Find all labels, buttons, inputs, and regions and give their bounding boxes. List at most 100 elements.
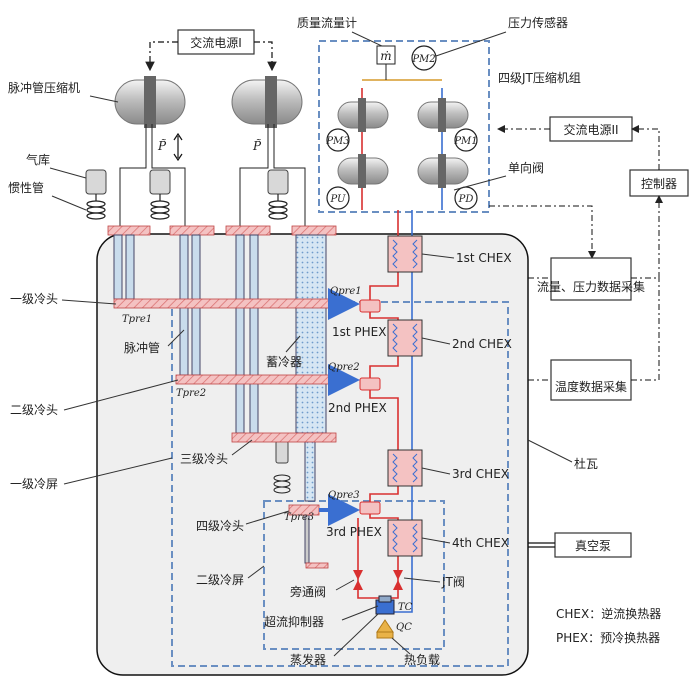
leader-dewar: [527, 439, 573, 463]
evaporator-label: 蒸发器: [290, 652, 326, 667]
temp-daq-box: [550, 359, 632, 401]
bypass-valve-label: 旁通阀: [290, 584, 326, 599]
controller-to-power2: [631, 125, 660, 170]
leader-jt-valve: [403, 577, 441, 583]
jt-valve-label: JT阀: [441, 575, 465, 589]
inertance-tube-label: 惯性管: [8, 180, 44, 195]
daq2-to-controller: [631, 278, 660, 381]
leader-bypass: [335, 579, 355, 591]
qc-label: QC: [396, 622, 412, 633]
leader-inertance: [51, 195, 87, 211]
leader-chex4: [421, 537, 451, 544]
stage3-cold-head: [231, 432, 337, 443]
leader-shield2: [247, 565, 265, 579]
ac-power-1-box: [177, 29, 255, 55]
qpre1-label: Qpre1: [330, 286, 362, 297]
legend-phex: PHEX：预冷换热器: [556, 631, 660, 645]
vacuum-pump-box: [554, 532, 632, 558]
leader-chex3: [421, 467, 451, 475]
transfer-lines: [119, 124, 306, 228]
flow-pressure-daq-box: [550, 257, 632, 301]
leader-reservoir: [49, 167, 87, 179]
ac-power-1-label: 交流电源I: [190, 35, 242, 50]
phex2-label: 2nd PHEX: [328, 401, 387, 415]
superflow-suppressor-block: [378, 595, 392, 603]
vacuum-line: [528, 542, 555, 548]
controller-label: 控制器: [641, 177, 677, 191]
tpre1-label: Tpre1: [122, 314, 152, 325]
valves: [353, 570, 403, 590]
pressure-wave-right: P̃: [252, 138, 262, 153]
heat-load-block: [376, 631, 394, 639]
leader-evaporator: [333, 613, 379, 657]
mass-flow-symbol: ṁ: [380, 49, 391, 63]
power-line-right: [254, 41, 277, 72]
chex1-label: 1st CHEX: [456, 251, 512, 265]
pulse-tube-compressor-label: 脉冲管压缩机: [8, 80, 80, 95]
precool-heat-arrows: [319, 288, 360, 526]
stage2-shield-label: 二级冷屏: [196, 573, 244, 587]
pt-compressor-left-clamp: [144, 76, 156, 128]
check-valve-label: 单向阀: [508, 160, 544, 175]
leader-pressure-sensor: [435, 31, 507, 57]
leader-suppressor: [341, 605, 379, 621]
leader-stage2: [63, 379, 179, 411]
gas-reservoir-label: 气库: [26, 152, 50, 167]
jt-internal-piping: [361, 79, 443, 210]
tc-label: TC: [398, 602, 413, 613]
pressure-wave-arrow-left: [173, 132, 183, 162]
leader-heat-load: [391, 637, 411, 655]
pulse-tube-label: 脉冲管: [124, 340, 160, 355]
leader-chex2: [421, 337, 451, 345]
leader-check-valve: [453, 175, 507, 191]
temp-daq-label: 温度数据采集: [555, 379, 627, 394]
phex-coils: [359, 299, 381, 515]
chex2-label: 2nd CHEX: [452, 337, 512, 351]
pm1-label: PM1: [453, 136, 477, 147]
ac-power-2-label: 交流电源II: [563, 122, 618, 137]
chex4-label: 4th CHEX: [452, 536, 509, 550]
leader-stage3: [231, 439, 253, 456]
reservoir-group: [85, 169, 289, 220]
pressure-wave-left: P̃: [157, 138, 167, 153]
phex3-label: 3rd PHEX: [326, 525, 382, 539]
pm3-label: PM3: [325, 136, 349, 147]
pressure-sensor-label: 压力传感器: [508, 15, 568, 30]
tpre3-label: Tpre3: [284, 512, 314, 523]
vacuum-pump-label: 真空泵: [575, 539, 611, 553]
jt-to-daq: [489, 205, 596, 259]
leader-shield1: [63, 457, 173, 485]
stage2-cold-head-label: 二级冷头: [10, 403, 58, 417]
jt-compressor-group-label: 四级JT压缩机组: [498, 70, 581, 85]
legend-chex: CHEX：逆流换热器: [556, 606, 661, 621]
dewar-label: 杜瓦: [574, 456, 598, 471]
stage1-cold-head: [113, 298, 337, 309]
stage4-cold-head-label: 四级冷头: [196, 519, 244, 533]
stage1-shield-label: 一级冷屏: [10, 477, 58, 491]
leader-compressor: [89, 95, 119, 103]
chex-blocks: [387, 235, 423, 557]
chex3-label: 3rd CHEX: [452, 467, 509, 481]
qpre3-label: Qpre3: [328, 490, 360, 501]
jt-compressors: [337, 98, 469, 188]
pressure-gauges: [326, 45, 478, 210]
regenerator-label: 蓄冷器: [266, 355, 302, 369]
power-line-left: [145, 41, 178, 72]
leader-regenerator: [285, 335, 301, 353]
stage3-cold-head-label: 三级冷头: [180, 452, 228, 466]
bypass-plate: [305, 562, 329, 569]
qpre2-label: Qpre2: [328, 362, 360, 373]
pu-label: PU: [330, 194, 347, 205]
stage1-cold-head-label: 一级冷头: [10, 292, 58, 306]
pm2-label: PM2: [411, 54, 435, 65]
superflow-suppressor-label: 超流抑制器: [264, 614, 324, 629]
heat-load-label: 热负载: [404, 653, 440, 667]
pt-compressor-right-clamp: [265, 76, 277, 128]
pd-label: PD: [458, 194, 474, 205]
mass-flowmeter-label: 质量流量计: [297, 16, 357, 30]
tpre2-label: Tpre2: [176, 388, 206, 399]
leader-stage1: [61, 299, 117, 305]
flow-pressure-daq-label: 流量、压力数据采集: [537, 279, 645, 294]
